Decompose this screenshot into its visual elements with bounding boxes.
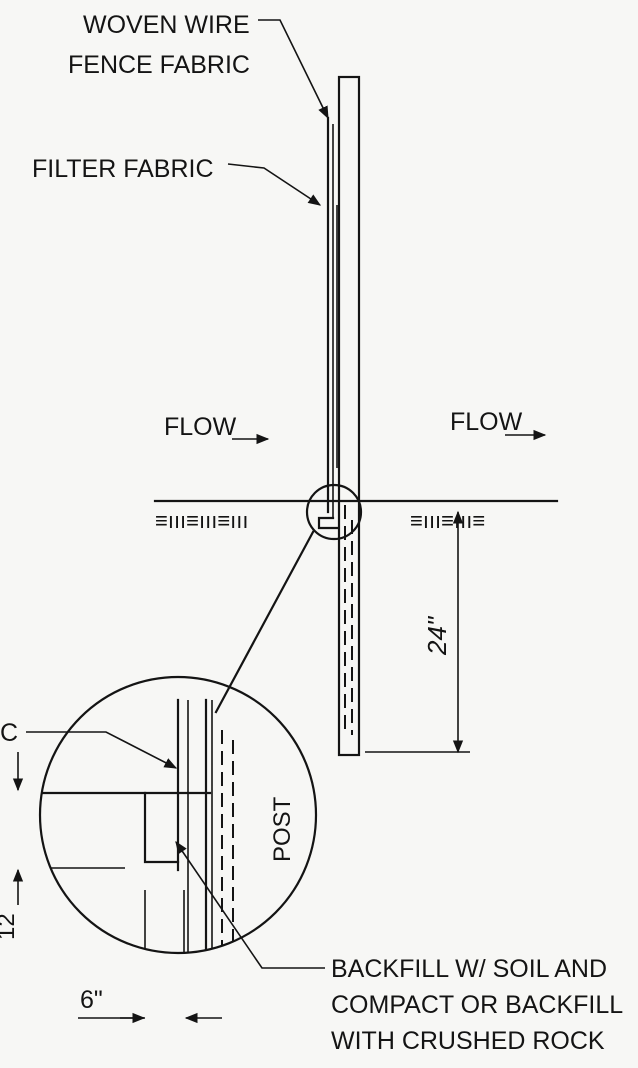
backfill-label-line3: WITH CRUSHED ROCK [331, 1027, 605, 1055]
soil-symbol-right: ≡ııı≡ııı≡ [410, 508, 485, 533]
detail-c-label: C [0, 719, 18, 747]
woven-wire-label-line2: FENCE FABRIC [68, 51, 250, 79]
fabric-toe [317, 516, 339, 530]
backfill-leader [175, 840, 325, 969]
dimension-6-label: 6" [80, 986, 103, 1014]
detail-trench [143, 791, 180, 864]
woven-wire-label-line1: WOVEN WIRE [83, 11, 250, 39]
backfill-label-line2: COMPACT OR BACKFILL [331, 991, 623, 1019]
post-label: POST [269, 796, 296, 862]
soil-symbol-left: ≡ııı≡ııı≡ııı [155, 508, 249, 533]
filter-fabric-label: FILTER FABRIC [32, 155, 214, 183]
filter-fabric-leader [227, 163, 322, 206]
detail-callout-leader [214, 530, 315, 714]
dimension-24-label: 24" [422, 615, 452, 656]
flow-label-left: FLOW [164, 413, 237, 441]
woven-wire-leader [258, 19, 329, 120]
detail-callout-circle [305, 483, 363, 541]
backfill-label-line1: BACKFILL W/ SOIL AND [331, 955, 607, 983]
flow-label-right: FLOW [450, 408, 523, 436]
enlarged-detail-circle [38, 675, 318, 955]
detail-c-leader [26, 731, 178, 769]
enlarged-detail-contents [40, 698, 234, 953]
dimension-12-label: 12 [0, 913, 20, 940]
fence-post [337, 75, 361, 757]
